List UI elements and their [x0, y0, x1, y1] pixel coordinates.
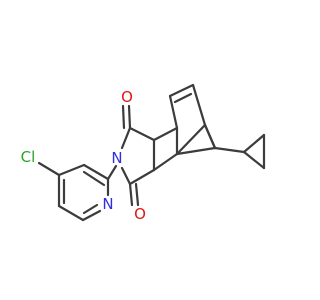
imide-nitrogen-label: N [111, 149, 122, 167]
bottom-carbonyl-oxygen-label: O [134, 205, 146, 223]
atom-labels: Cl N N O O [21, 88, 146, 223]
pyridine-nitrogen-label: N [102, 195, 113, 213]
chlorine-atom-label: Cl [21, 148, 36, 166]
bond-lines [37, 83, 266, 222]
molecule-structure-diagram: Cl N N O O [21, 83, 266, 223]
top-carbonyl-oxygen-label: O [121, 88, 133, 106]
